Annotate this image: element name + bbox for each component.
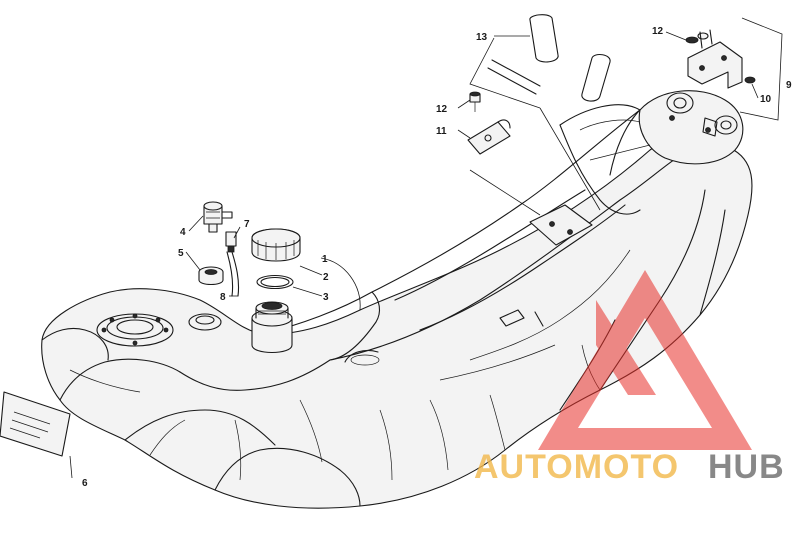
callout-12-upper: 12 bbox=[652, 26, 664, 37]
watermark-triangle bbox=[538, 270, 752, 450]
callout-10: 10 bbox=[760, 94, 772, 105]
callout-4: 4 bbox=[180, 227, 186, 238]
filler-cap bbox=[251, 228, 301, 262]
callout-1: 1 bbox=[322, 254, 328, 265]
callout-7: 7 bbox=[244, 219, 250, 230]
o-ring bbox=[256, 274, 294, 290]
callout-8: 8 bbox=[220, 292, 226, 303]
callout-2: 2 bbox=[323, 272, 329, 283]
callout-11: 11 bbox=[436, 126, 447, 137]
filler-neck bbox=[251, 301, 293, 354]
callout-12-lower: 12 bbox=[436, 104, 448, 115]
callout-5: 5 bbox=[178, 248, 184, 259]
watermark-brand-hub: HUB bbox=[708, 448, 785, 486]
callout-3: 3 bbox=[323, 292, 329, 303]
fuel-tank bbox=[41, 90, 753, 509]
grommet bbox=[198, 266, 224, 286]
leader-lines bbox=[69, 17, 783, 479]
mounting-bracket bbox=[687, 29, 743, 89]
callout-6: 6 bbox=[82, 478, 88, 489]
check-valve bbox=[225, 231, 237, 253]
watermark-brand-auto: AUTOMOTO bbox=[474, 448, 679, 486]
bolt-upper bbox=[685, 32, 709, 44]
warning-label bbox=[0, 391, 71, 457]
decal-set bbox=[487, 14, 611, 102]
callout-13: 13 bbox=[476, 32, 488, 43]
bolt-lower bbox=[469, 91, 481, 112]
rollover-valve bbox=[203, 201, 233, 233]
vent-hose bbox=[231, 251, 240, 297]
watermark bbox=[538, 270, 752, 450]
fuel-pump-flange bbox=[96, 313, 174, 347]
bracket-plate bbox=[467, 119, 511, 155]
nut bbox=[744, 76, 756, 84]
callout-9: 9 bbox=[786, 80, 792, 91]
